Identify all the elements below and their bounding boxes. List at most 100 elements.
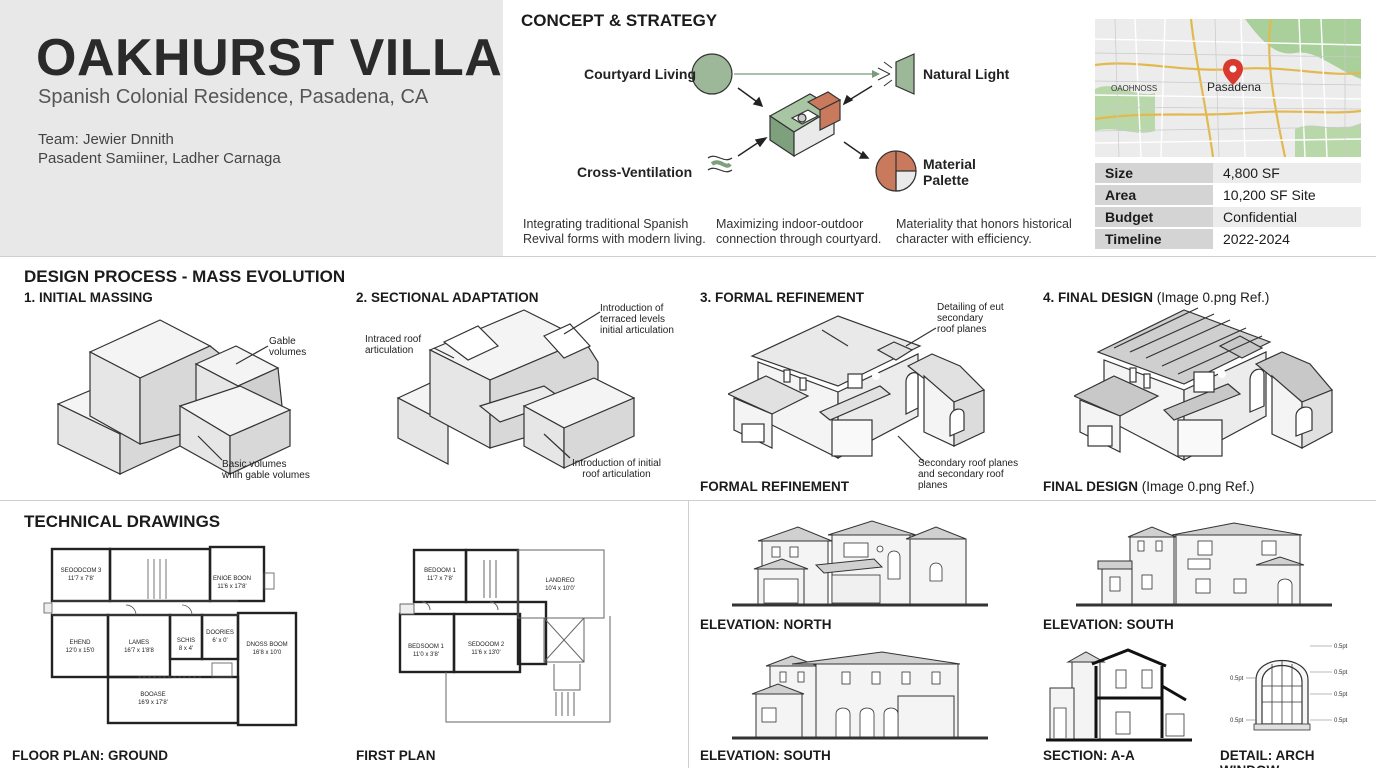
detail-dim: 0.5pt (1230, 676, 1244, 682)
stats-table: Size 4,800 SF Area 10,200 SF Site Budget… (1095, 163, 1361, 249)
map-city-label: Pasadena (1207, 80, 1261, 94)
massing-step-3 (728, 315, 986, 463)
room-dim: 11'6 x 13'0' (471, 650, 500, 656)
detail-dim: 0.5pt (1334, 718, 1348, 724)
room-name: DNOSS BOOM (246, 642, 287, 648)
divider-vertical (688, 500, 689, 768)
stats-label: Area (1095, 185, 1213, 205)
section-a-a (1046, 648, 1192, 742)
caption-elevation-north: ELEVATION: NORTH (700, 617, 832, 632)
room-name: SCHIS (177, 638, 195, 644)
project-title: OAKHURST VILLA (36, 29, 503, 87)
step-1-title: 1. INITIAL MASSING (24, 290, 153, 305)
room-dim: 11'0 x 3'8' (413, 652, 439, 658)
concept-diagram (691, 53, 917, 192)
detail-dim: 0.5pt (1334, 670, 1348, 676)
stats-label: Size (1095, 163, 1213, 183)
room-name: ENIOE BOON (213, 576, 251, 582)
natural-light-icon (877, 53, 915, 95)
elevation-south-right (1076, 522, 1332, 607)
room-dim: 12'0 x 15'0 (66, 648, 95, 654)
elevation-south-bottom (732, 651, 988, 740)
stats-value: 10,200 SF Site (1213, 185, 1361, 205)
room-dim: 11'6 x 17'8' (217, 584, 246, 590)
concept-label-ventilation: Cross-Ventilation (577, 164, 693, 180)
elevation-north (732, 520, 988, 607)
stats-label: Budget (1095, 207, 1213, 227)
room-name: SEDOOOM 2 (468, 642, 505, 648)
concept-label-courtyard: Courtyard Living (584, 66, 697, 82)
courtyard-circle-icon (691, 53, 733, 95)
process-heading: DESIGN PROCESS - MASS EVOLUTION (24, 267, 346, 286)
ventilation-icon (707, 155, 733, 173)
caption-elevation-south-right: ELEVATION: SOUTH (1043, 617, 1174, 632)
floor-plan-ground: SEOODCOM 3 11'7 x 7'8' ENIOE BOON 11'6 x… (43, 545, 298, 727)
location-map[interactable]: Pasadena OAOHNOSS (1095, 19, 1361, 157)
stats-row: Budget Confidential (1095, 207, 1361, 227)
concept-label-light: Natural Light (923, 66, 1010, 82)
detail-dim: 0.5pt (1334, 644, 1348, 650)
concept-label-palette: Palette (923, 172, 969, 188)
caption-final-design: FINAL DESIGN (Image 0.png Ref.) (1043, 479, 1255, 494)
room-name: BEDSOOM 1 (408, 644, 444, 650)
divider-top (0, 256, 1376, 257)
stats-value: Confidential (1213, 207, 1361, 227)
map-pin-icon (1223, 59, 1243, 85)
room-name: EHEND (69, 640, 91, 646)
room-name: LANDREO (545, 578, 574, 584)
step-2-title: 2. SECTIONAL ADAPTATION (356, 290, 539, 305)
room-dim: 8 x 4' (179, 646, 193, 652)
caption-elevation-south-bottom: ELEVATION: SOUTH (700, 748, 831, 763)
caption-detail-window: DETAIL: ARCH WINDOW (1220, 748, 1315, 768)
team-line-1: Team: Jewier Dnnith (38, 131, 174, 148)
detail-arch-window: 0.5pt 0.5pt 0.5pt 0.5pt 0.5pt 0.5pt (1230, 644, 1348, 731)
massing-step-4 (1074, 307, 1333, 462)
material-palette-icon (875, 150, 917, 192)
stats-label: Timeline (1095, 229, 1213, 249)
room-dim: 6' x 0' (212, 638, 227, 644)
room-name: BEDOOM 1 (424, 568, 456, 574)
room-name: LAMES (129, 640, 149, 646)
room-dim: 16'9 x 17'8' (138, 700, 168, 706)
room-dim: 11'7 x 7'8' (68, 576, 94, 582)
room-dim: 16'8 x 10'0 (253, 650, 282, 656)
step-3-title: 3. FORMAL REFINEMENT (700, 290, 865, 305)
room-name: BOOASE (140, 692, 165, 698)
technical-heading: TECHNICAL DRAWINGS (24, 512, 221, 531)
project-subtitle: Spanish Colonial Residence, Pasadena, CA (38, 86, 429, 108)
concept-label-material: Material (923, 156, 976, 172)
team-line-2: Pasadent Samiiner, Ladher Carnaga (38, 150, 281, 167)
stats-row: Timeline 2022-2024 (1095, 229, 1361, 249)
stats-value: 2022-2024 (1213, 229, 1361, 249)
courtyard-mass-icon (768, 91, 842, 158)
room-name: DOORIES (206, 630, 234, 636)
stats-row: Size 4,800 SF (1095, 163, 1361, 183)
massing-step-1 (56, 319, 292, 476)
room-dim: 10'4 x 10'0' (545, 586, 575, 592)
detail-dim: 0.5pt (1334, 692, 1348, 698)
room-dim: 16'7 x 1'8'8 (124, 648, 154, 654)
room-dim: 11'7 x 7'8' (427, 576, 453, 582)
step-4-title: 4. FINAL DESIGN (Image 0.png Ref.) (1043, 290, 1270, 305)
floor-plan-first: BEDOOM 1 11'7 x 7'8' LANDREO 10'4 x 10'0… (398, 548, 611, 723)
detail-dim: 0.5pt (1230, 718, 1244, 724)
caption-first-plan: FIRST PLAN (356, 748, 436, 763)
massing-step-2 (396, 309, 636, 470)
room-name: SEOODCOM 3 (61, 568, 102, 574)
concept-heading: CONCEPT & STRATEGY (521, 11, 718, 30)
caption-floor-ground: FLOOR PLAN: GROUND (12, 748, 168, 763)
caption-formal-refinement: FORMAL REFINEMENT (700, 479, 849, 494)
stats-value: 4,800 SF (1213, 163, 1361, 183)
map-area-label: OAOHNOSS (1111, 84, 1157, 93)
caption-section: SECTION: A-A (1043, 748, 1135, 763)
